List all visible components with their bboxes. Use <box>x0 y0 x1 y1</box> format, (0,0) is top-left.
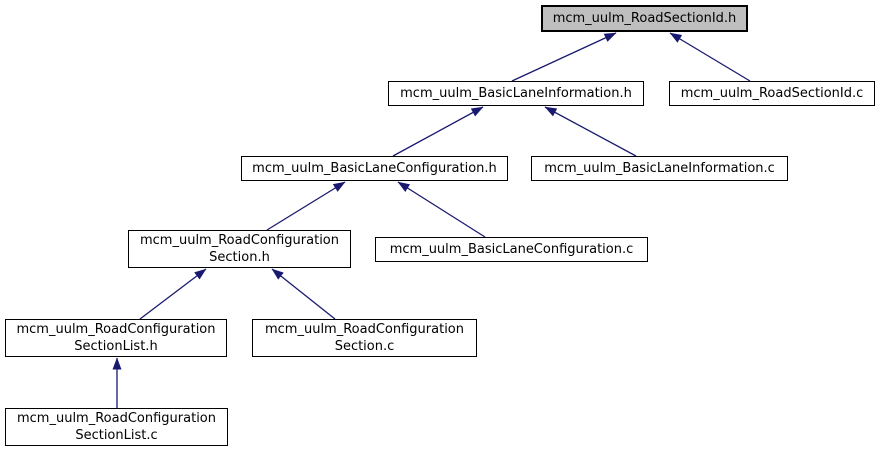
node-label: mcm_uulm_BasicLaneInformation.h <box>400 85 632 101</box>
node-label: mcm_uulm_RoadConfiguration SectionList.h <box>16 321 216 354</box>
node-label: mcm_uulm_BasicLaneConfiguration.h <box>252 160 497 176</box>
node-mcm_uulm_RoadConfigurationSectionList_c[interactable]: mcm_uulm_RoadConfiguration SectionList.c <box>5 408 228 446</box>
node-mcm_uulm_BasicLaneConfiguration_c[interactable]: mcm_uulm_BasicLaneConfiguration.c <box>375 237 648 262</box>
node-mcm_uulm_RoadSectionId_c[interactable]: mcm_uulm_RoadSectionId.c <box>669 81 875 106</box>
include-edge-basic_lane_information_c-to-basic_lane_information_h <box>544 106 637 157</box>
node-mcm_uulm_RoadConfigurationSection_c[interactable]: mcm_uulm_RoadConfiguration Section.c <box>252 319 477 357</box>
node-mcm_uulm_RoadSectionId_h: mcm_uulm_RoadSectionId.h <box>541 5 748 32</box>
node-label: mcm_uulm_RoadSectionId.h <box>552 10 737 26</box>
include-edge-basic_lane_information_h-to-road_section_id_h <box>511 32 617 82</box>
include-edge-basic_lane_configuration_c-to-basic_lane_configuration_h <box>397 181 486 238</box>
node-mcm_uulm_BasicLaneInformation_h[interactable]: mcm_uulm_BasicLaneInformation.h <box>388 81 644 106</box>
include-edge-basic_lane_configuration_h-to-basic_lane_information_h <box>392 106 484 157</box>
node-mcm_uulm_RoadConfigurationSectionList_h[interactable]: mcm_uulm_RoadConfiguration SectionList.h <box>5 319 227 357</box>
node-mcm_uulm_BasicLaneInformation_c[interactable]: mcm_uulm_BasicLaneInformation.c <box>531 156 788 181</box>
node-label: mcm_uulm_RoadConfiguration Section.c <box>264 321 464 354</box>
include-edge-road_section_id_c-to-road_section_id_h <box>669 32 751 82</box>
node-mcm_uulm_BasicLaneConfiguration_h[interactable]: mcm_uulm_BasicLaneConfiguration.h <box>241 156 508 181</box>
node-label: mcm_uulm_RoadConfiguration Section.h <box>139 232 339 265</box>
include-edge-road_configuration_section_list_h-to-road_configuration_section_h <box>139 268 207 320</box>
node-mcm_uulm_RoadConfigurationSection_h[interactable]: mcm_uulm_RoadConfiguration Section.h <box>128 230 351 268</box>
node-label: mcm_uulm_RoadConfiguration SectionList.c <box>16 410 216 443</box>
include-edge-road_configuration_section_c-to-road_configuration_section_h <box>271 268 336 320</box>
node-label: mcm_uulm_BasicLaneConfiguration.c <box>389 241 634 257</box>
node-label: mcm_uulm_BasicLaneInformation.c <box>544 160 775 176</box>
include-edge-road_configuration_section_h-to-basic_lane_configuration_h <box>266 181 346 231</box>
node-label: mcm_uulm_RoadSectionId.c <box>680 85 864 101</box>
